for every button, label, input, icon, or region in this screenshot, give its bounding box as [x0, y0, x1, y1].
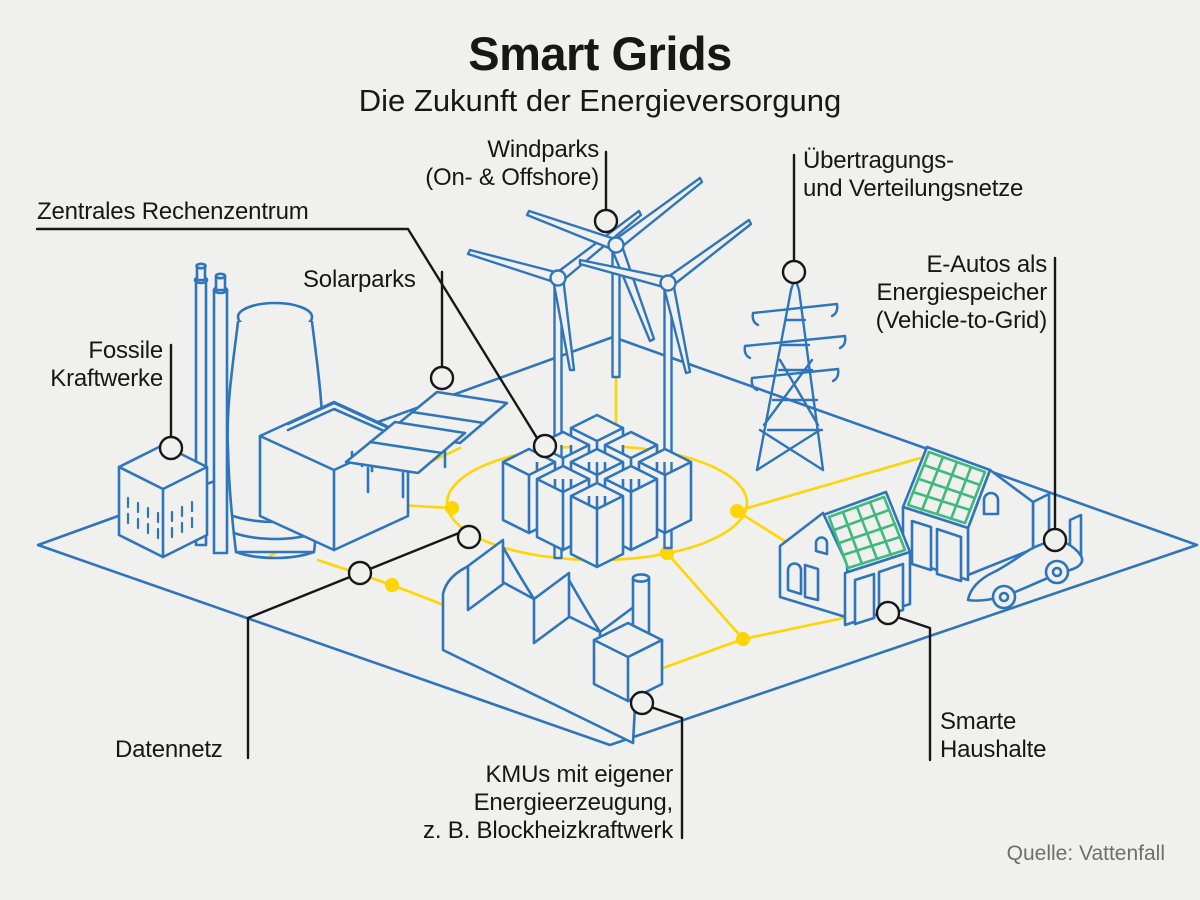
turbine-hall: [258, 400, 410, 552]
data-center-graphic: [501, 413, 693, 569]
marker-datennetz-1: [347, 560, 373, 586]
label-solarparks: Solarparks: [303, 266, 416, 293]
transmission-pylon-graphic: [743, 276, 847, 472]
marker-solarparks: [429, 365, 455, 391]
marker-smarte-haushalte: [875, 600, 901, 626]
marker-e-auto: [1042, 527, 1068, 553]
page-subtitle: Die Zukunft der Energieversorgung: [358, 83, 842, 118]
label-fossile-kraftwerke: Fossile Kraftwerke: [50, 337, 163, 393]
source-credit: Quelle: Vattenfall: [1006, 842, 1165, 865]
label-windparks: Windparks (On- & Offshore): [425, 136, 599, 192]
windpark-graphic: [466, 176, 753, 560]
marker-windparks: [593, 208, 619, 234]
label-e-autos: E-Autos als Energiespeicher (Vehicle-to-…: [875, 251, 1048, 335]
label-kmus: KMUs mit eigener Energieerzeugung, z. B.…: [423, 761, 673, 845]
factory-block: [592, 621, 664, 703]
fossil-power-plant-graphic: [117, 262, 410, 560]
marker-datennetz-2: [456, 524, 482, 550]
label-uebertragungsnetze: Übertragungs- und Verteilungsnetze: [803, 147, 1024, 203]
smart-house-rear: [901, 445, 1051, 583]
plant-office-building: [117, 443, 209, 559]
network-node-dots: [356, 496, 750, 646]
kmu-factory-graphic: [441, 538, 664, 745]
label-smarte-haushalte: Smarte Haushalte: [940, 708, 1047, 764]
marker-kmu: [629, 690, 655, 716]
solarpark-graphic: [344, 390, 509, 499]
solar-roof: [906, 450, 987, 525]
page-title: Smart Grids: [468, 27, 732, 80]
leader-lines: [35, 150, 1068, 840]
solar-roof: [827, 495, 907, 570]
label-datennetz: Datennetz: [115, 736, 223, 763]
leader-markers: [158, 208, 1068, 716]
label-zentrales-rechenzentrum: Zentrales Rechenzentrum: [37, 198, 309, 225]
factory-chimney: [631, 573, 651, 642]
marker-uebertragungsnetze: [781, 259, 807, 285]
smart-house-front: [778, 490, 912, 627]
marker-fossile: [158, 435, 184, 461]
e-car-graphic: [966, 513, 1084, 610]
marker-rechenzentrum: [532, 433, 558, 459]
